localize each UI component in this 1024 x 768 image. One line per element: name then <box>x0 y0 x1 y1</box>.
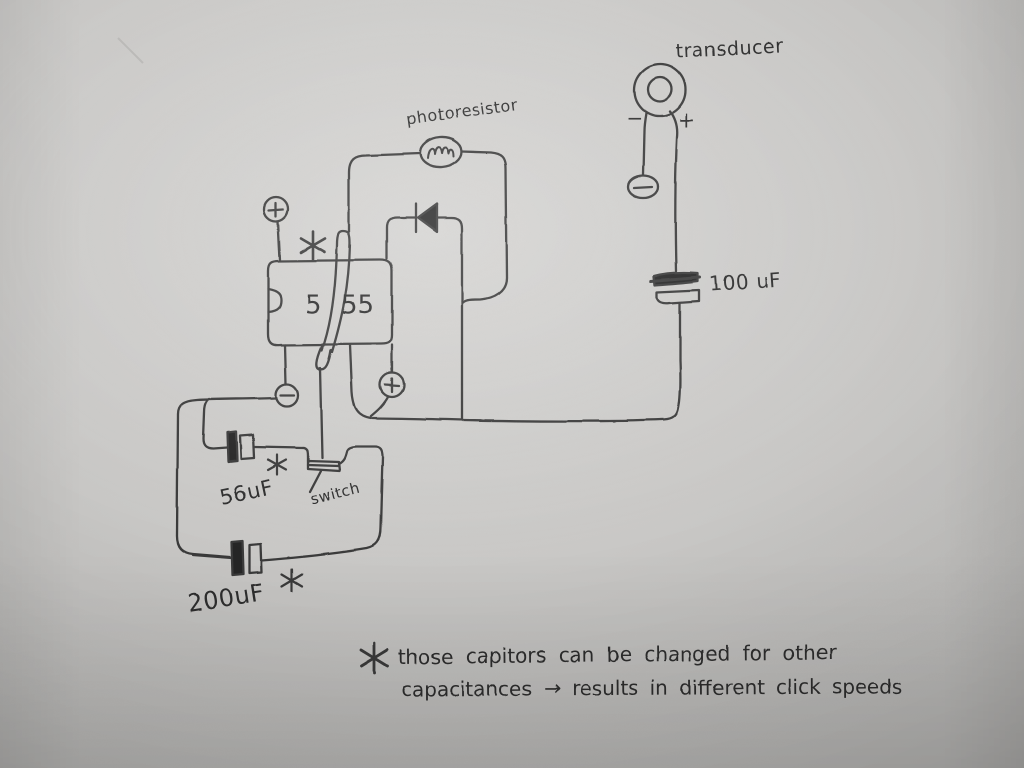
wire <box>252 445 306 450</box>
wire <box>276 219 282 262</box>
plus-terminal-icon <box>262 195 290 223</box>
capacitor-plate-open <box>248 542 264 575</box>
paper-scratch-mark <box>117 37 144 64</box>
ic-label-right: 55 <box>341 291 374 321</box>
footnote-line2: capacitances → results in different clic… <box>401 674 903 701</box>
capacitor-plate-filled <box>225 430 239 464</box>
transducer-minus-mark: − <box>626 106 643 130</box>
ic-body <box>266 258 394 347</box>
wire-photoresistor-left <box>347 151 422 236</box>
capacitor-plate-open <box>238 433 256 461</box>
wire-switch-right-loop <box>260 445 385 562</box>
asterisk-icon <box>266 453 288 477</box>
transducer-negative-lead <box>641 111 648 177</box>
transducer-plus-mark: + <box>678 108 696 132</box>
capacitor-100uf-symbol <box>649 271 702 305</box>
capacitor-plate-filled <box>230 539 246 577</box>
minus-terminal-icon <box>626 174 660 200</box>
wire <box>283 343 288 386</box>
wire <box>659 301 682 422</box>
photoresistor-symbol <box>418 135 464 169</box>
switch-contact-box <box>306 459 342 473</box>
plus-terminal-icon <box>378 371 406 399</box>
switch-contact-inner-line <box>306 463 341 468</box>
capacitor-200uf-symbol <box>191 539 264 577</box>
wire <box>302 446 310 463</box>
wire-bottom-rail <box>371 416 663 423</box>
capacitor-plate-scribble <box>649 275 702 283</box>
wire <box>385 216 418 261</box>
ic-555-symbol <box>266 258 394 347</box>
wire-to-switch <box>318 366 324 460</box>
wire <box>348 343 373 420</box>
ic-notch <box>266 287 283 314</box>
wire <box>435 216 464 304</box>
transducer-symbol <box>626 62 688 273</box>
wire-loop-through-chip <box>320 229 352 354</box>
switch-lever <box>308 469 323 494</box>
transducer-positive-lead <box>668 109 679 273</box>
footnote-line1: those capitors can be changed for other <box>398 640 837 669</box>
transducer-inner-ring <box>646 75 674 103</box>
wire <box>369 395 390 418</box>
wire-outer-loop <box>175 396 278 559</box>
transducer-outer-ring <box>632 62 688 118</box>
ic-label-left: 5 <box>305 290 322 320</box>
wire <box>191 553 234 560</box>
wire-inner-branch <box>201 397 229 451</box>
capacitor-100uf-label: 100 uF <box>709 267 782 296</box>
switch-symbol <box>302 446 342 494</box>
photoresistor-squiggle <box>427 146 455 159</box>
diode-symbol <box>385 202 464 304</box>
capacitor-56uf-symbol <box>225 430 256 464</box>
asterisk-icon <box>280 567 304 593</box>
footnote-star-icon <box>359 641 389 675</box>
wire-photoresistor-right <box>460 149 509 305</box>
capacitor-plate-open <box>655 288 701 305</box>
minus-terminal-icon <box>274 382 300 408</box>
asterisk-icon <box>299 229 327 261</box>
